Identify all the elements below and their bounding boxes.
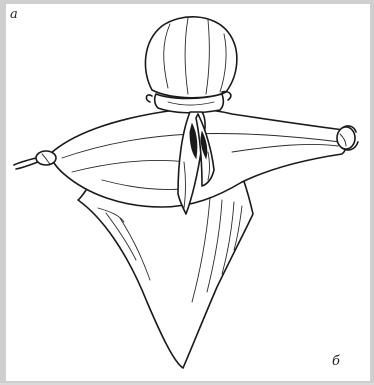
right-hand-knot [337,126,358,150]
left-hand-knot [14,151,56,169]
head [145,17,236,98]
